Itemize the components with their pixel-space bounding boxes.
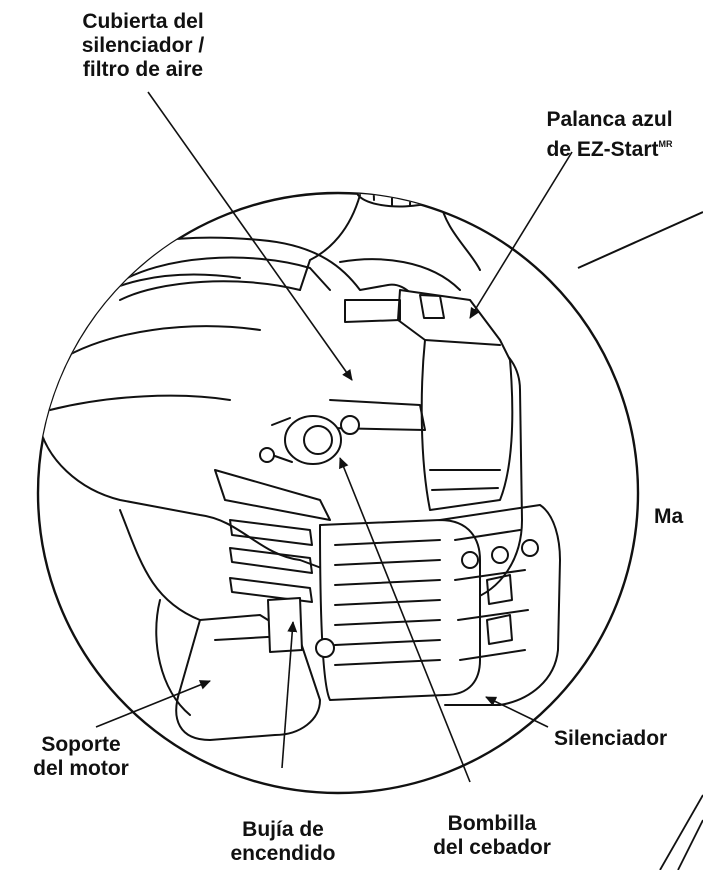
label-muffler: Silenciador bbox=[554, 727, 668, 750]
label-primer-bulb-line2: del cebador bbox=[433, 836, 551, 859]
label-muffler-cover-line3: filtro de aire bbox=[82, 58, 204, 81]
label-ezstart-line2: de EZ-StartMR bbox=[546, 138, 673, 161]
label-muffler-cover: Cubierta del silenciador / filtro de air… bbox=[28, 10, 258, 82]
label-spark-plug: Bujía de encendido bbox=[198, 818, 368, 866]
fuel-cap bbox=[354, 193, 451, 208]
label-spark-plug-line2: encendido bbox=[230, 842, 336, 865]
leader-primer-bulb bbox=[339, 457, 471, 783]
spark-plug-shape bbox=[267, 597, 303, 653]
leader-ezstart bbox=[469, 151, 573, 319]
label-primer-bulb-line1: Bombilla bbox=[447, 812, 537, 835]
muffler-grille bbox=[319, 519, 481, 701]
ezstart-lever bbox=[419, 294, 445, 319]
label-engine-mount-line1: Soporte bbox=[41, 733, 121, 756]
leader-muffler bbox=[485, 696, 549, 728]
label-ezstart: Palanca azul de EZ-StartMR bbox=[516, 108, 703, 162]
magnified-view-circle bbox=[36, 191, 640, 795]
label-spark-plug-line1: Bujía de bbox=[242, 818, 324, 841]
label-muffler-cover-line2: silenciador / bbox=[81, 34, 205, 57]
leader-engine-mount bbox=[95, 680, 211, 728]
engine-housing bbox=[38, 236, 523, 612]
label-primer-bulb: Bombilla del cebador bbox=[402, 812, 582, 860]
connector-line-bottom-a bbox=[659, 794, 703, 870]
trademark-mark: MR bbox=[658, 139, 673, 149]
label-muffler-cover-line1: Cubierta del bbox=[82, 10, 204, 33]
air-filter-cover bbox=[397, 289, 514, 511]
leader-muffler-cover bbox=[147, 91, 353, 381]
label-ezstart-line1: Palanca azul bbox=[546, 108, 673, 131]
leader-spark-plug bbox=[281, 621, 298, 769]
label-partial-right: Ma bbox=[654, 505, 684, 528]
label-engine-mount-line2: del motor bbox=[33, 757, 129, 780]
connector-line-top bbox=[577, 211, 703, 269]
label-engine-mount: Soporte del motor bbox=[6, 733, 156, 781]
connector-line-bottom-b bbox=[677, 819, 703, 870]
